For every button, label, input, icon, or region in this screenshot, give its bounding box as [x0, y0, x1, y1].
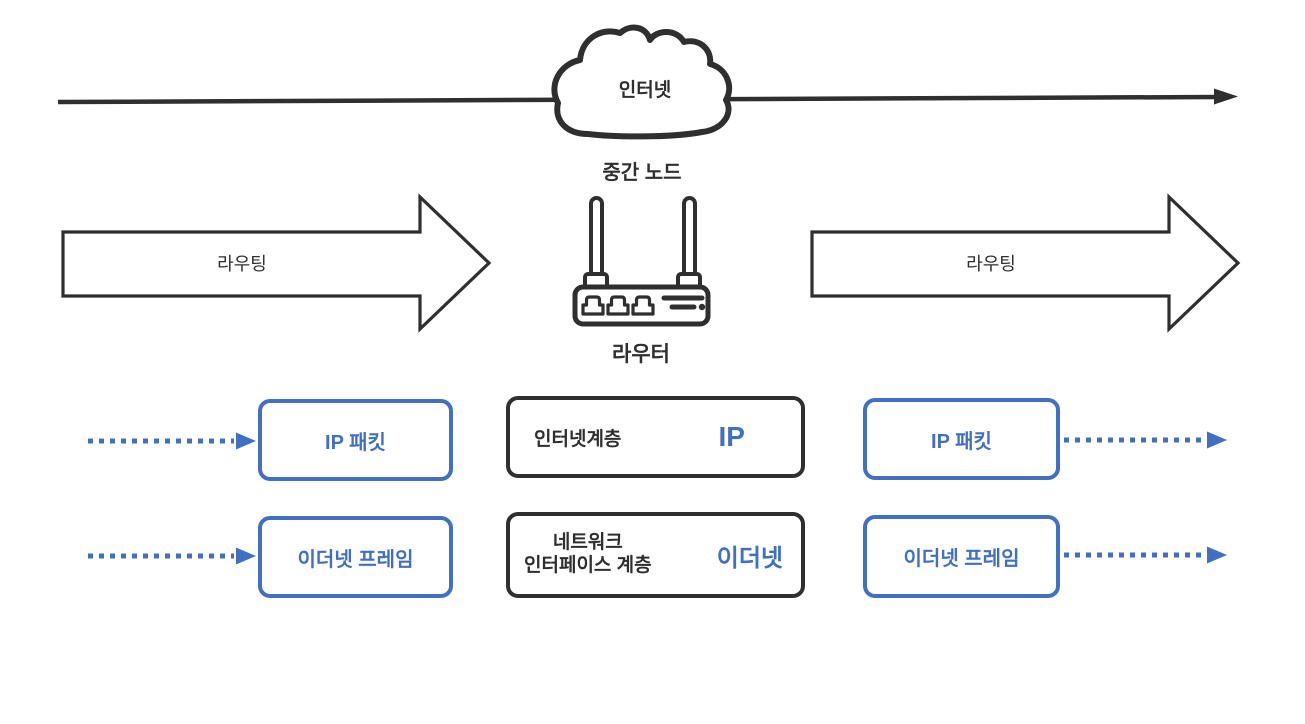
- router-antenna-left: [589, 196, 604, 282]
- dotted-arrow-left-eth: [88, 547, 256, 565]
- right-ethernet-frame-label: 이더넷 프레임: [903, 548, 1020, 570]
- dotted-arrowhead: [236, 547, 256, 565]
- internet-layer-box: 인터넷계층 IP: [506, 396, 805, 478]
- ethernet-port-icon: [606, 295, 630, 316]
- left-ethernet-frame-box: 이더넷 프레임: [258, 516, 453, 598]
- routing-label-right: 라우팅: [966, 254, 1016, 274]
- internet-cloud-icon: [551, 24, 733, 140]
- router-antenna-right: [682, 196, 697, 282]
- right-ip-packet-label: IP 패킷: [931, 430, 992, 453]
- block-arrow-shape: [810, 193, 1241, 333]
- dotted-arrowhead: [1207, 431, 1227, 449]
- network-interface-layer-name-line1: 네트워크: [552, 532, 623, 554]
- right-ethernet-frame-box: 이더넷 프레임: [863, 515, 1060, 598]
- dotted-arrow-left-ip: [88, 432, 256, 450]
- routing-arrow-left: [61, 193, 492, 333]
- block-arrow-shape: [61, 193, 492, 333]
- router-icon: [572, 196, 711, 327]
- internet-cloud-label: 인터넷: [618, 79, 672, 101]
- left-ethernet-frame-label: 이더넷 프레임: [297, 548, 414, 571]
- cloud-shape: [551, 24, 733, 140]
- routing-label-left: 라우팅: [217, 254, 267, 274]
- network-interface-layer-box: 네트워크 인터페이스 계층 이더넷: [506, 512, 805, 598]
- ethernet-port-icon: [581, 295, 605, 316]
- network-interface-layer-name: 네트워크 인터페이스 계층: [524, 532, 652, 578]
- router-label: 라우터: [612, 343, 670, 366]
- dotted-arrowhead: [1207, 546, 1227, 564]
- network-interface-layer-protocol: 이더넷: [716, 544, 783, 572]
- dotted-arrow-right-ip: [1064, 431, 1227, 449]
- top-flow-arrowhead: [1214, 88, 1238, 105]
- intermediate-node-label: 중간 노드: [602, 161, 682, 184]
- right-ip-packet-box: IP 패킷: [863, 398, 1060, 480]
- network-interface-layer-name-line2: 인터페이스 계층: [524, 555, 652, 576]
- dotted-arrow-right-eth: [1064, 546, 1227, 564]
- ethernet-port-icon: [631, 295, 655, 316]
- left-ip-packet-label: IP 패킷: [325, 431, 386, 454]
- routing-arrow-right: [810, 193, 1241, 333]
- router-signal-dot: [698, 303, 706, 311]
- internet-layer-name: 인터넷계층: [534, 428, 622, 450]
- left-ip-packet-box: IP 패킷: [258, 399, 453, 481]
- dotted-arrowhead: [236, 432, 256, 450]
- internet-layer-protocol: IP: [718, 421, 745, 452]
